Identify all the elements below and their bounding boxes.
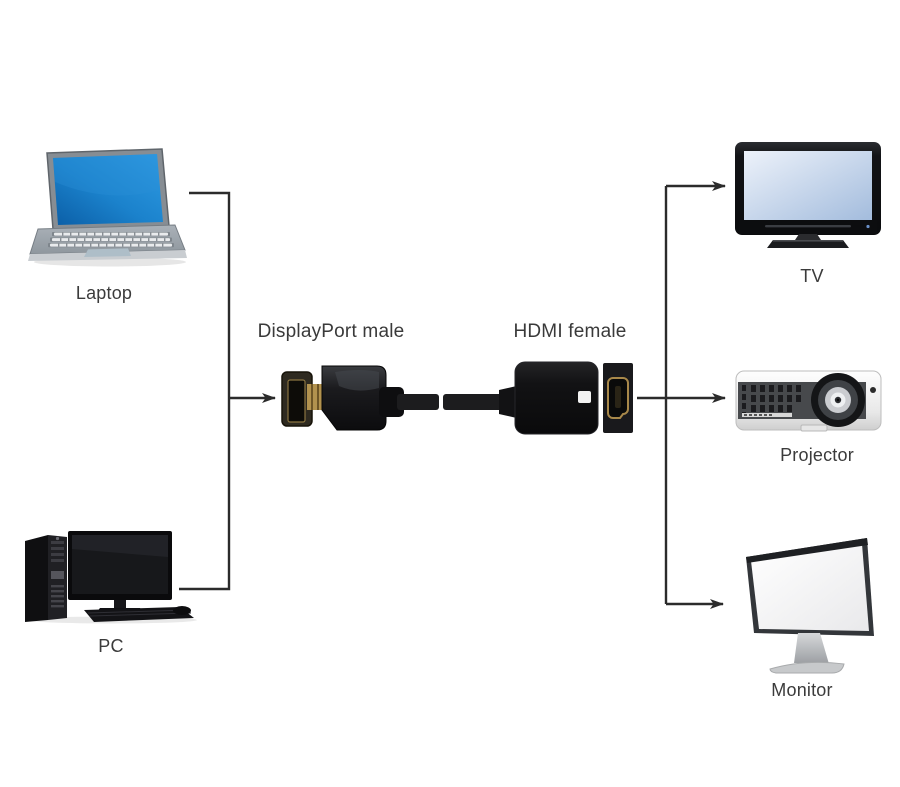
hdmi-female-label: HDMI female [513, 321, 627, 342]
monitor-icon [746, 538, 874, 674]
tv-label: TV [800, 266, 824, 286]
displayport-male-label: DisplayPort male [257, 321, 405, 342]
projector-label: Projector [780, 445, 854, 465]
laptop-label: Laptop [75, 283, 133, 303]
input-branch-line [179, 191, 231, 591]
monitor-label: Monitor [771, 680, 833, 700]
projector-icon [735, 370, 882, 432]
pc-label: PC [98, 636, 124, 656]
displayport-to-hdmi-adapter-icon [281, 361, 633, 435]
laptop-icon [28, 148, 187, 267]
tv-icon [735, 142, 881, 248]
pc-icon [25, 531, 197, 624]
